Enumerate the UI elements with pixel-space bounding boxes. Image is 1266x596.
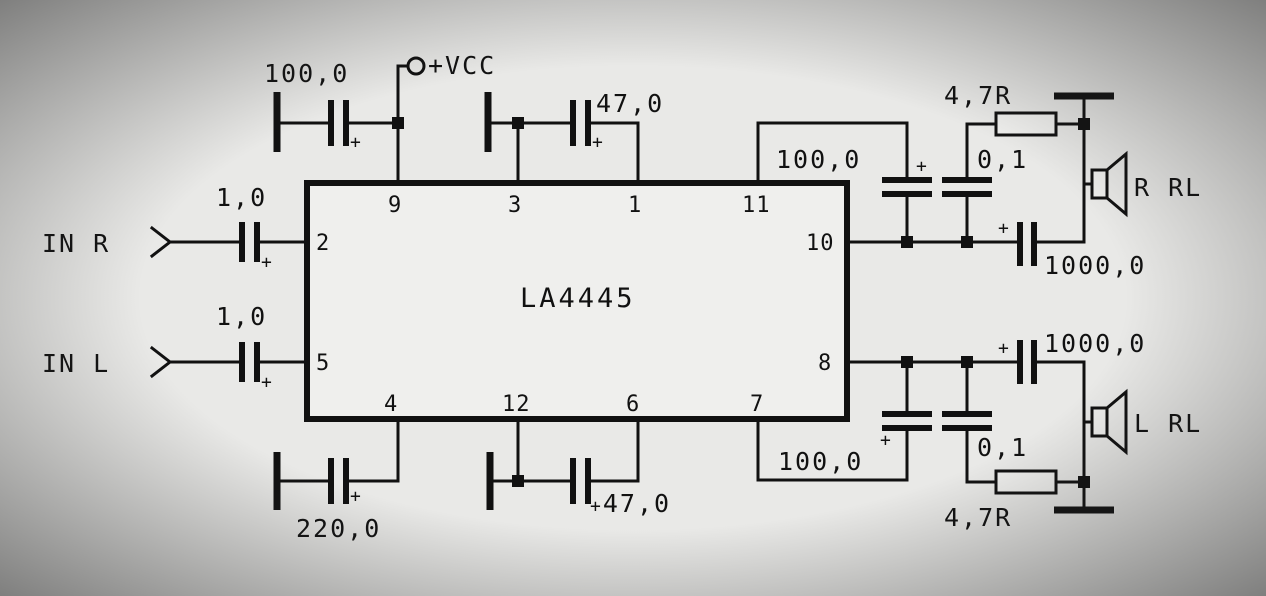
- pin11-wire: [756, 121, 909, 185]
- speaker-l-label: L RL: [1134, 409, 1202, 438]
- resistor-l-zobel: [994, 469, 1058, 495]
- polarity-plus: +: [916, 156, 927, 177]
- junction-dot: [512, 475, 524, 487]
- pin-1-label: 1: [628, 193, 642, 218]
- pin-11-label: 11: [742, 193, 771, 218]
- resistor-l-value: 4,7R: [944, 503, 1012, 532]
- polarity-plus: +: [350, 132, 361, 153]
- junction-dot: [961, 356, 973, 368]
- input-r-terminal: [149, 225, 173, 259]
- pin-3-label: 3: [508, 193, 522, 218]
- cap-pin4-value: 220,0: [296, 514, 381, 543]
- pin-9-label: 9: [388, 193, 402, 218]
- vcc-terminal: [406, 56, 426, 76]
- resistor-r-value: 4,7R: [944, 81, 1012, 110]
- polarity-plus: +: [350, 486, 361, 507]
- cap-bootstrap-top: +: [484, 92, 640, 185]
- speaker-r-label: R RL: [1134, 173, 1202, 202]
- cap-bot-mid-value: +47,0: [590, 489, 671, 518]
- cap-pin4: +: [273, 417, 400, 510]
- polarity-plus: +: [880, 430, 891, 451]
- polarity-plus: +: [590, 496, 603, 517]
- ic-name: LA4445: [520, 283, 636, 314]
- ic-body: [304, 180, 850, 422]
- speaker-l-icon: [1082, 388, 1128, 456]
- cap-pin7-value: 100,0: [778, 447, 863, 476]
- cap-bot-mid-number: 47,0: [603, 489, 671, 518]
- cap-in-l-value: 1,0: [216, 302, 267, 331]
- polarity-plus: +: [592, 132, 603, 153]
- cap-zobel-l-value: 0,1: [977, 433, 1028, 462]
- pin7-wire: [756, 417, 909, 482]
- cap-pin11-value: 100,0: [776, 145, 861, 174]
- junction-dot: [961, 236, 973, 248]
- input-l-terminal: [149, 345, 173, 379]
- pin-12-label: 12: [502, 392, 531, 417]
- polarity-plus: +: [261, 252, 272, 273]
- speaker-r-icon: [1082, 150, 1128, 218]
- junction-dot: [901, 236, 913, 248]
- zobel-r-wire: [965, 122, 998, 182]
- vcc-label: +VCC: [428, 51, 496, 80]
- pin-5-label: 5: [316, 351, 330, 376]
- junction-dot: [512, 117, 524, 129]
- cap-zobel-r-value: 0,1: [977, 145, 1028, 174]
- junction-dot: [901, 356, 913, 368]
- resistor-r-zobel: [994, 111, 1058, 137]
- pin-2-label: 2: [316, 231, 330, 256]
- pin-10-label: 10: [806, 231, 835, 256]
- cap-out-r-value: 1000,0: [1044, 251, 1146, 280]
- polarity-plus: +: [998, 338, 1009, 359]
- zobel-l-wire: [965, 426, 998, 484]
- cap-out-l-value: 1000,0: [1044, 329, 1146, 358]
- junction-dot: [1078, 118, 1090, 130]
- input-r-label: IN R: [42, 229, 110, 258]
- polarity-plus: +: [261, 372, 272, 393]
- junction-dot: [392, 117, 404, 129]
- cap-in-r-value: 1,0: [216, 183, 267, 212]
- polarity-plus: +: [998, 218, 1009, 239]
- cap-bootstrap-bottom: [486, 417, 640, 510]
- cap-vcc-decoupling: +: [273, 92, 400, 153]
- cap-vcc-value: 100,0: [264, 59, 349, 88]
- pin-6-label: 6: [626, 392, 640, 417]
- pin-4-label: 4: [384, 392, 398, 417]
- input-l-label: IN L: [42, 349, 110, 378]
- pin-8-label: 8: [818, 351, 832, 376]
- pin-7-label: 7: [750, 392, 764, 417]
- junction-dot: [1078, 476, 1090, 488]
- cap-top-mid-value: 47,0: [596, 89, 664, 118]
